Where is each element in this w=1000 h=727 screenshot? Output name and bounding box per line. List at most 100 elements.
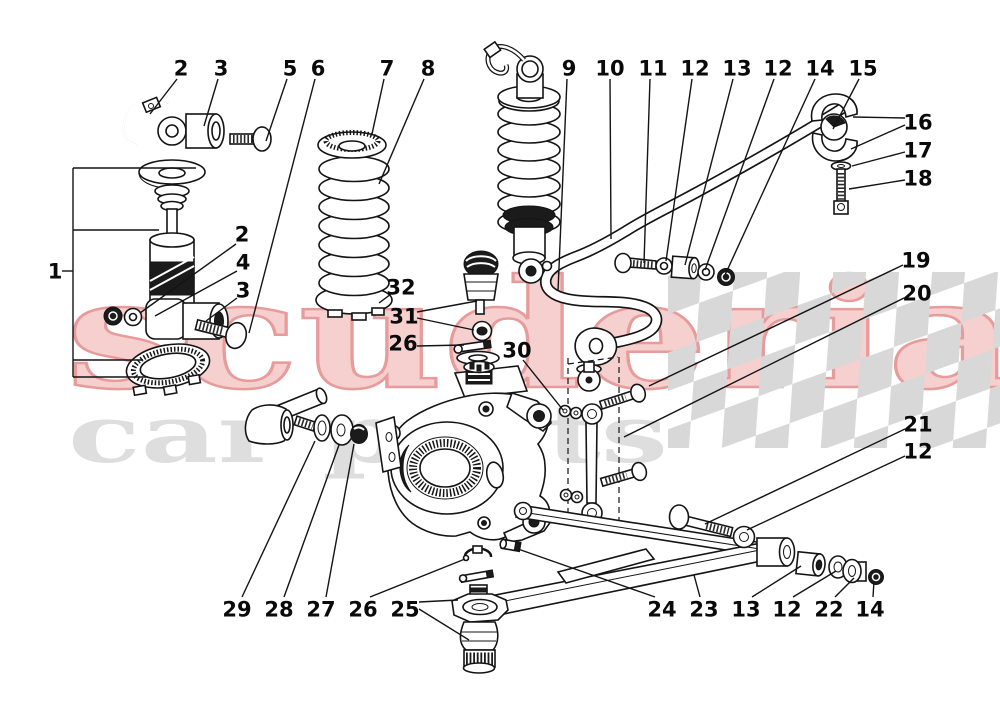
link-bolt-upper [598, 383, 647, 410]
leader-line [850, 124, 906, 150]
ball-joint-boot [463, 273, 499, 301]
leader-line [848, 179, 906, 190]
grease-stud [499, 538, 522, 553]
leader-line [378, 293, 392, 304]
leader-line [746, 455, 906, 531]
part-number-label: 26 [388, 332, 417, 356]
link-bush [670, 255, 700, 280]
part-number-label: 17 [903, 139, 932, 163]
leader-line [684, 78, 734, 266]
part-number-label: 12 [763, 57, 792, 81]
part-number-label: 24 [647, 598, 676, 622]
tie-rod-boot [244, 404, 291, 445]
part-number-label: 5 [283, 57, 298, 81]
exploded-parts-artwork [103, 40, 884, 674]
tie-rod-cup-washer [330, 414, 354, 446]
tie-rod-washer [313, 414, 331, 442]
leader-line [872, 580, 875, 598]
cotter-pin [453, 339, 492, 354]
leader-line [154, 270, 238, 317]
drop-links [558, 356, 648, 535]
leader-line [852, 116, 906, 119]
leader-line [418, 608, 470, 641]
bar-clamp-assembly [810, 93, 858, 215]
link-bolt-head [614, 252, 632, 274]
part-number-label: 16 [903, 111, 932, 135]
leader-line [378, 78, 425, 185]
joint-boot [459, 621, 499, 651]
leader-line [149, 78, 178, 115]
part-number-label: 26 [348, 598, 377, 622]
pivot-bolt-head [668, 504, 690, 530]
leader-line [704, 428, 906, 525]
leader-line [416, 317, 475, 331]
leader-line [265, 78, 288, 142]
part-number-label: 12 [903, 440, 932, 464]
part-number-label: 22 [814, 598, 843, 622]
leader-line [205, 297, 238, 322]
leader-line [416, 344, 465, 347]
leader-line [648, 264, 904, 387]
leader-line [369, 558, 466, 598]
part-number-label: 32 [386, 276, 415, 300]
part-number-label: 19 [901, 249, 930, 273]
part-number-label: 2 [235, 223, 250, 247]
leader-line [139, 243, 237, 314]
part-number-label: 27 [306, 598, 335, 622]
leader-line [557, 78, 568, 292]
part-number-label: 11 [638, 57, 667, 81]
coilover-top-eye [516, 55, 544, 83]
steering-knuckle [375, 361, 554, 543]
leader-line [418, 599, 459, 603]
drop-link-rod [585, 421, 598, 504]
part-number-label: 9 [562, 57, 577, 81]
cotter-pin-lower [458, 569, 495, 584]
part-number-label: 3 [236, 279, 251, 303]
part-number-label: 6 [311, 57, 326, 81]
tie-rod-end [244, 387, 368, 446]
leader-line [416, 300, 478, 313]
brake-hose [486, 45, 525, 75]
clamp-upper-half [810, 93, 858, 122]
link-bolt-lower [599, 461, 648, 488]
part-number-label: 15 [848, 57, 877, 81]
part-number-label: 31 [389, 305, 418, 329]
part-number-label: 25 [390, 598, 419, 622]
leader-line [248, 78, 316, 334]
leader-line [203, 78, 219, 127]
leader-line [623, 297, 905, 438]
part-number-label: 2 [174, 57, 189, 81]
clamp-lower-half [811, 132, 858, 162]
part-number-label: 14 [855, 598, 884, 622]
part-number-label: 23 [689, 598, 718, 622]
leader-line [851, 151, 906, 167]
part-number-label: 12 [680, 57, 709, 81]
part-number-label: 14 [805, 57, 834, 81]
leader-line [693, 574, 701, 598]
leader-line [834, 577, 855, 598]
part-number-label: 1 [48, 260, 63, 284]
checkered-flag-watermark [668, 272, 1000, 448]
shock-absorber-assembly [103, 96, 248, 397]
lower-eye-nut [103, 306, 123, 326]
part-number-label: 13 [731, 598, 760, 622]
part-number-label: 10 [595, 57, 624, 81]
part-number-label: 4 [236, 251, 251, 275]
part-number-label: 13 [722, 57, 751, 81]
leader-line [609, 78, 612, 240]
leader-line [665, 78, 693, 262]
leader-line [371, 78, 385, 135]
leader-line [751, 565, 802, 598]
upper-ball-joint [453, 250, 500, 374]
part-number-label: 29 [222, 598, 251, 622]
wishbone-strut [556, 548, 656, 584]
leader-line [517, 548, 656, 598]
leader-line [325, 443, 355, 598]
coilover-unit [483, 40, 561, 284]
part-number-label: 18 [903, 167, 932, 191]
wishbone-bush-row [795, 550, 884, 585]
part-number-label: 20 [902, 282, 931, 306]
leader-line [704, 78, 775, 271]
